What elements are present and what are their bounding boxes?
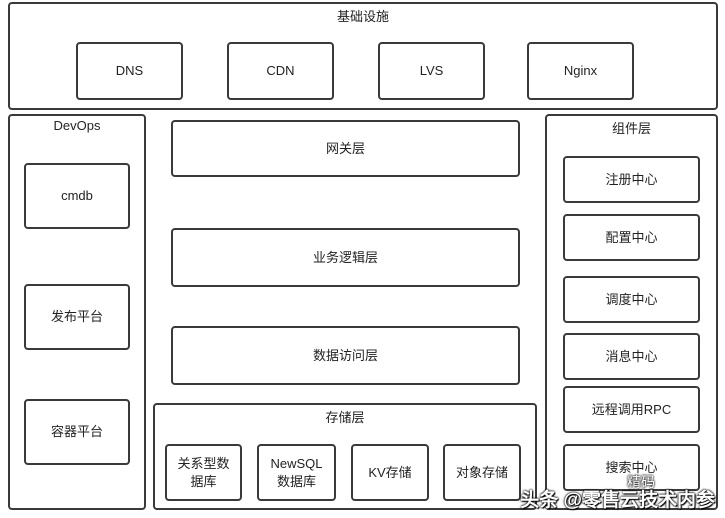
scheduling-center-box: 调度中心 bbox=[563, 276, 700, 323]
watermark-text: 头条 @零售云技术内参 bbox=[520, 490, 715, 511]
message-center-box: 消息中心 bbox=[563, 333, 700, 380]
infrastructure-title: 基础设施 bbox=[336, 9, 389, 24]
container-platform-box: 容器平台 bbox=[24, 399, 130, 465]
relational-db-box: 关系型数 据库 bbox=[165, 444, 242, 501]
storage-title: 存储层 bbox=[325, 410, 365, 425]
newsql-db-box: NewSQL 数据库 bbox=[257, 444, 336, 501]
watermark-icon: 精码 bbox=[627, 474, 655, 490]
object-storage-box: 对象存储 bbox=[443, 444, 521, 501]
cmdb-box: cmdb bbox=[24, 163, 130, 229]
cdn-box: CDN bbox=[227, 42, 334, 100]
data-access-layer: 数据访问层 bbox=[171, 326, 520, 385]
lvs-box: LVS bbox=[378, 42, 485, 100]
infrastructure-group: 基础设施 DNS CDN LVS Nginx bbox=[8, 2, 718, 110]
devops-group: DevOps cmdb 发布平台 容器平台 bbox=[8, 114, 146, 510]
component-group: 组件层 注册中心 配置中心 调度中心 消息中心 远程调用RPC 搜索中心 bbox=[545, 114, 718, 510]
devops-title: DevOps bbox=[53, 118, 101, 133]
nginx-box: Nginx bbox=[527, 42, 634, 100]
gateway-layer: 网关层 bbox=[171, 120, 520, 177]
component-title: 组件层 bbox=[611, 121, 651, 136]
release-platform-box: 发布平台 bbox=[24, 284, 130, 350]
dns-box: DNS bbox=[76, 42, 183, 100]
config-center-box: 配置中心 bbox=[563, 214, 700, 261]
registry-center-box: 注册中心 bbox=[563, 156, 700, 203]
storage-group: 存储层 关系型数 据库 NewSQL 数据库 KV存储 对象存储 bbox=[153, 403, 537, 510]
search-center-box: 搜索中心 bbox=[563, 444, 700, 491]
rpc-box: 远程调用RPC bbox=[563, 386, 700, 433]
kv-storage-box: KV存储 bbox=[351, 444, 429, 501]
business-logic-layer: 业务逻辑层 bbox=[171, 228, 520, 287]
